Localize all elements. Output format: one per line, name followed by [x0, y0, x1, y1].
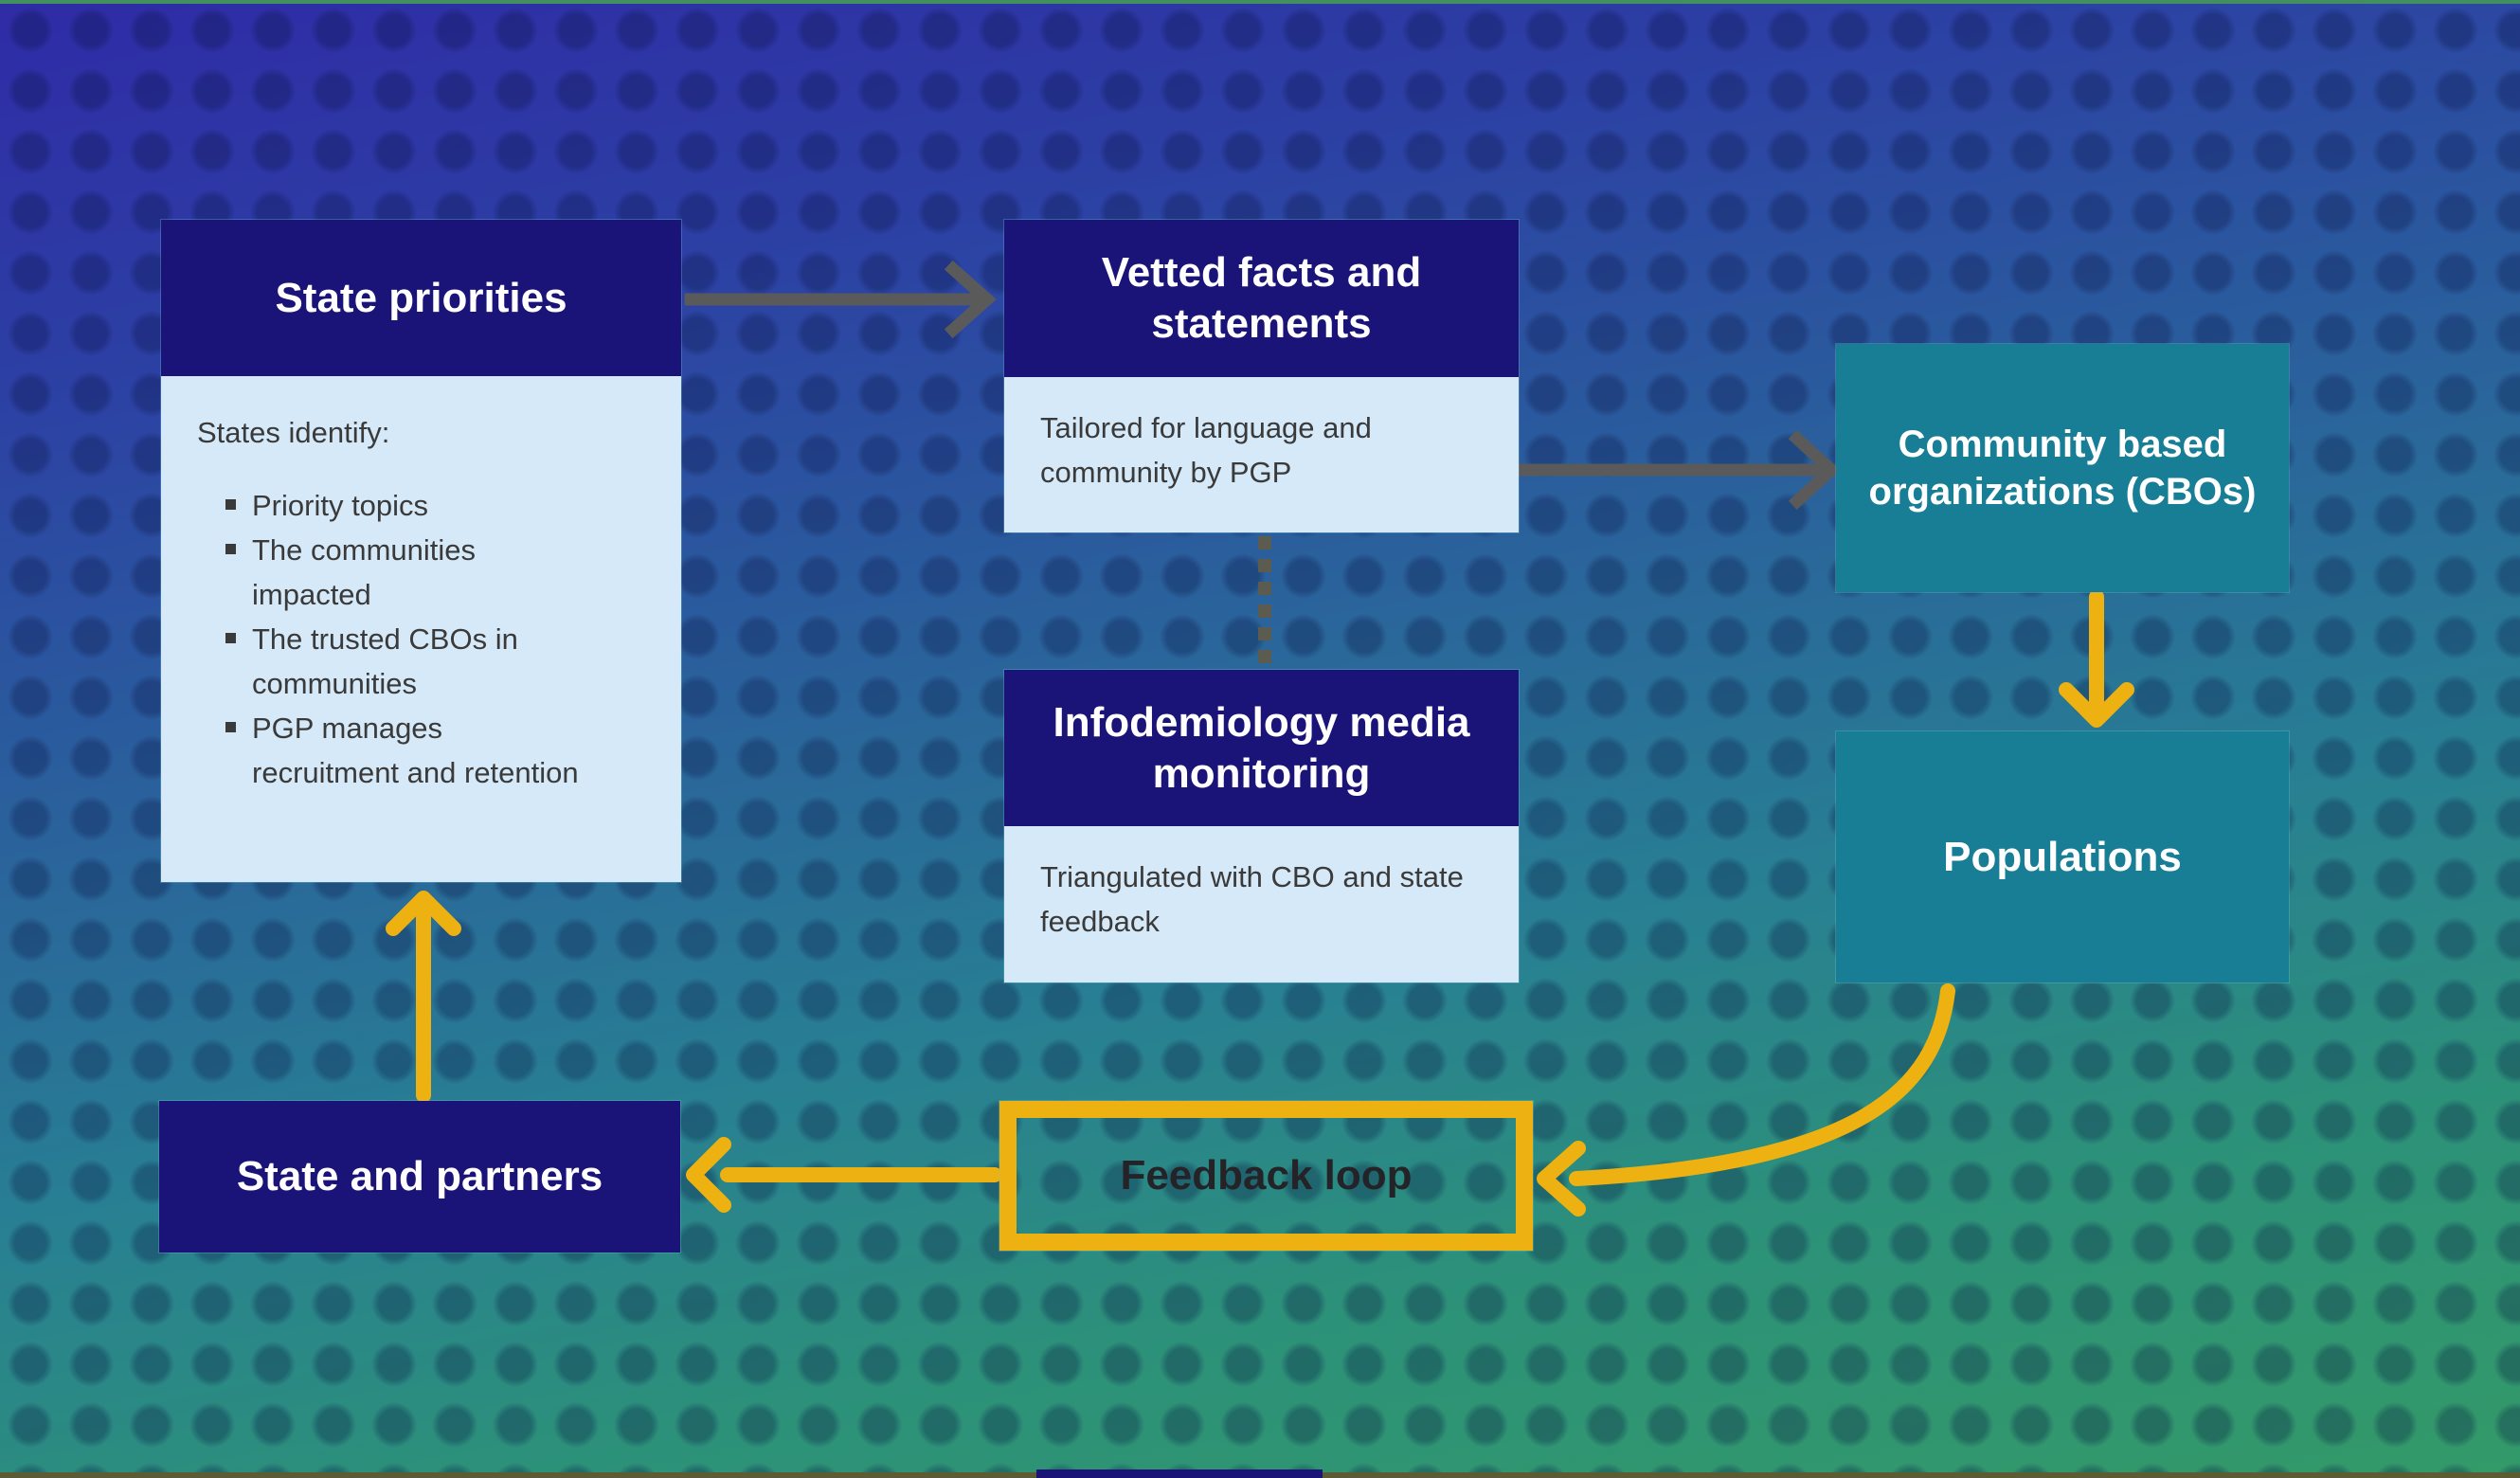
- state-priorities-intro: States identify:: [197, 416, 390, 449]
- infodemiology-title: Infodemiology media monitoring: [1004, 670, 1519, 826]
- populations-title: Populations: [1943, 833, 2182, 880]
- infodemiology-body: Triangulated with CBO and state feedback: [1004, 826, 1519, 982]
- state-priorities-bullet-list: Priority topics The communities impacted…: [197, 483, 584, 795]
- bullet-item: The communities impacted: [225, 528, 584, 617]
- cbos-title: Community based organizations (CBOs): [1868, 424, 2257, 513]
- state-partners-box: State and partners: [159, 1101, 680, 1253]
- state-priorities-box: State priorities States identify: Priori…: [161, 220, 681, 882]
- populations-box: Populations: [1836, 731, 2289, 982]
- vetted-facts-box: Vetted facts and statements Tailored for…: [1004, 220, 1519, 532]
- vetted-facts-body: Tailored for language and community by P…: [1004, 377, 1519, 532]
- state-partners-title: State and partners: [236, 1153, 603, 1199]
- state-priorities-title: State priorities: [161, 220, 681, 376]
- vetted-facts-title: Vetted facts and statements: [1004, 220, 1519, 377]
- cbos-box: Community based organizations (CBOs): [1836, 344, 2289, 592]
- bullet-item: Priority topics: [225, 483, 584, 528]
- feedback-loop-box: Feedback loop: [999, 1101, 1533, 1251]
- state-priorities-body: States identify: Priority topics The com…: [161, 376, 681, 882]
- infodemiology-box: Infodemiology media monitoring Triangula…: [1004, 670, 1519, 982]
- bottom-cropped-box-edge: [1036, 1469, 1323, 1478]
- top-edge-strip: [0, 0, 2520, 4]
- bullet-item: PGP manages recruitment and retention: [225, 706, 584, 795]
- feedback-loop-title: Feedback loop: [1120, 1152, 1413, 1199]
- bullet-item: The trusted CBOs in communities: [225, 617, 584, 706]
